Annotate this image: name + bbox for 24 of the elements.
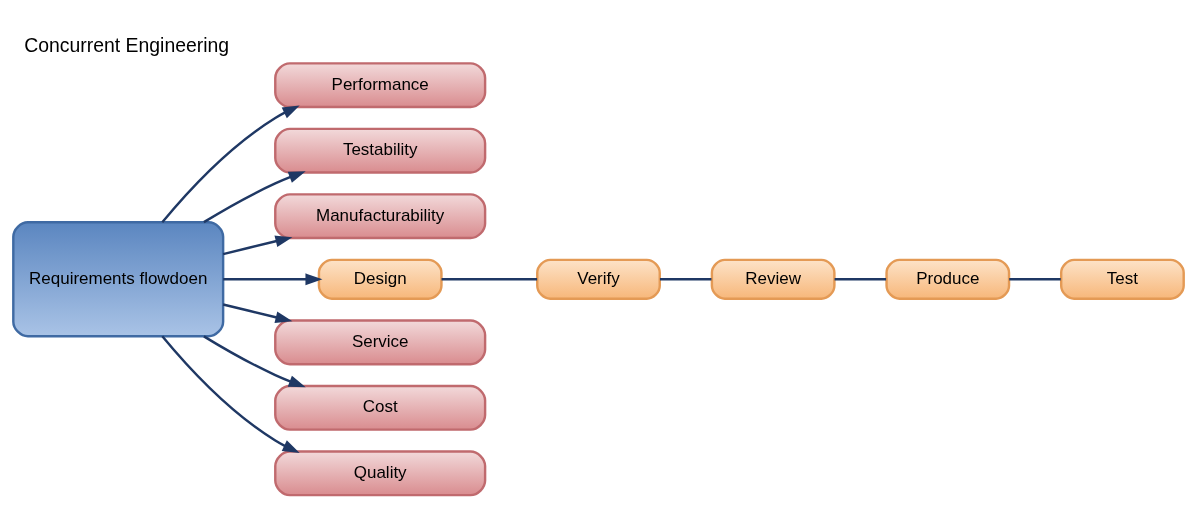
node-box: Design (317, 258, 443, 300)
connector (659, 278, 712, 281)
node-box: Cost (274, 384, 487, 431)
arrow (161, 105, 300, 223)
arrow (223, 273, 323, 286)
arrow (222, 235, 293, 256)
diagram-title: Concurrent Engineering (24, 34, 230, 57)
node-box: Testability (274, 127, 487, 174)
arrow (203, 171, 306, 224)
node-box: Requirements flowdoen (12, 221, 225, 338)
connector (834, 278, 887, 281)
node-box: Performance (274, 62, 487, 109)
node-box: Review (710, 258, 836, 300)
node-box: Produce (885, 258, 1011, 300)
connector (441, 278, 538, 281)
arrow (161, 335, 300, 453)
node-box: Manufacturability (274, 193, 487, 240)
node-box: Service (274, 319, 487, 366)
arrow (222, 303, 293, 324)
arrow (203, 335, 306, 388)
node-box: Test (1059, 258, 1185, 300)
node-box: Verify (536, 258, 661, 300)
node-box: Quality (274, 450, 487, 497)
connector (1009, 278, 1061, 281)
